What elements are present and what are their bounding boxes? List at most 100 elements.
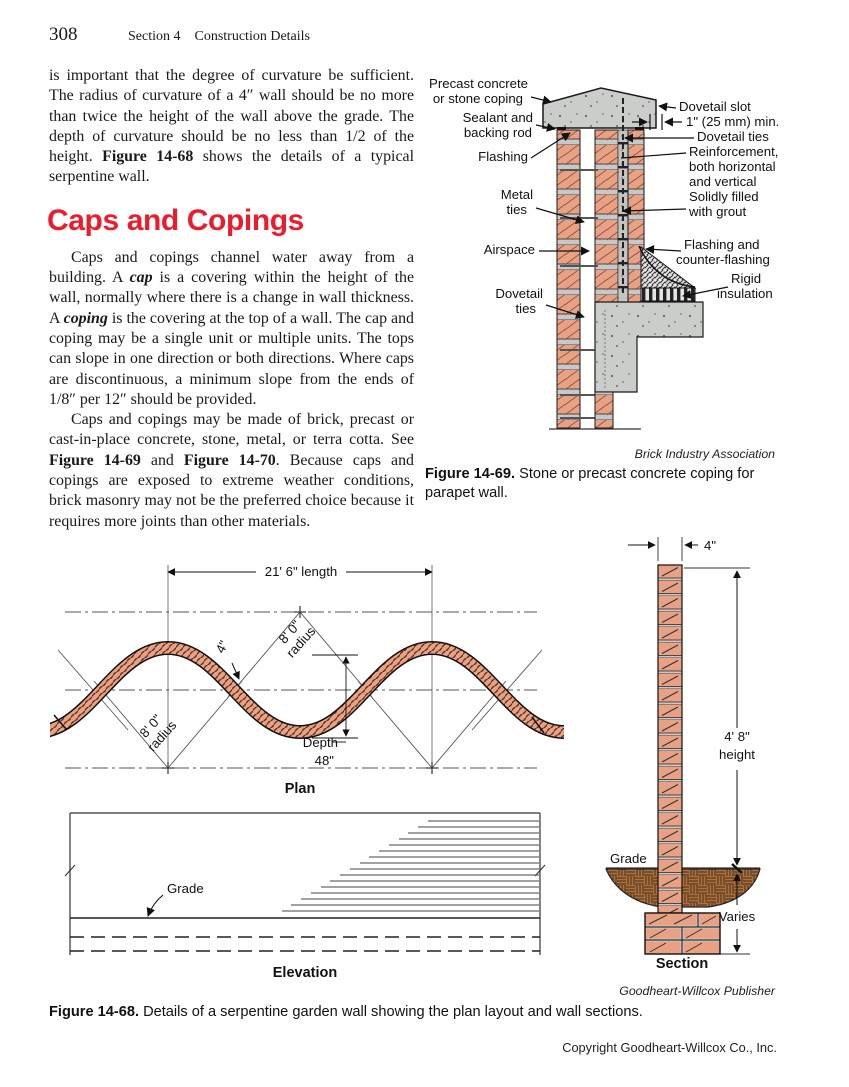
wall-end-tick-right: [531, 716, 545, 734]
page-number: 308: [49, 24, 78, 45]
grade-tick: [731, 863, 743, 874]
figure-69-credit: Brick Industry Association: [634, 447, 775, 461]
label-reinforcement-3: and vertical: [689, 174, 757, 189]
section-title: Section: [656, 956, 708, 972]
depth-dimension-lines: [312, 654, 358, 743]
elevation-outline: [69, 812, 541, 955]
figure-69-caption-label: Figure 14-69.: [425, 466, 516, 482]
footing-dashed-lines: [70, 936, 540, 952]
label-counter-flashing-2: counter-flashing: [676, 252, 770, 267]
section-heading: Caps and Copings: [47, 203, 304, 237]
height-dimension-word: height: [719, 747, 755, 762]
depth-label: Depth: [303, 735, 338, 750]
label-precast-coping-2: or stone coping: [433, 91, 523, 106]
label-rigid-insulation: Rigid: [731, 271, 761, 286]
label-sealant-2: backing rod: [464, 125, 532, 140]
thickness-arrow: [231, 662, 240, 680]
running-head-title: Construction Details: [194, 29, 311, 44]
label-dovetail-ties-right: Dovetail ties: [697, 129, 769, 144]
term-cap: cap: [129, 269, 153, 287]
plan-view: 21' 6" length: [50, 564, 565, 797]
figure-69-caption: Figure 14-69. Stone or precast concrete …: [425, 465, 793, 503]
label-grout-2: with grout: [688, 204, 747, 219]
outer-brick-wythe: [556, 129, 581, 429]
section-width-dimension: 4": [704, 538, 716, 553]
extension-lines: [167, 565, 433, 768]
term-coping: coping: [63, 309, 108, 327]
label-precast-coping: Precast concrete: [429, 76, 528, 91]
label-metal-ties: Metal: [501, 187, 533, 202]
coping-shape: [542, 87, 657, 129]
elevation-grade-label: Grade: [167, 881, 204, 896]
label-airspace: Airspace: [484, 242, 535, 257]
label-metal-ties-2: ties: [506, 202, 527, 217]
figure-68-caption-text: Details of a serpentine garden wall show…: [139, 1004, 643, 1020]
label-reinforcement-2: both horizontal: [689, 159, 776, 174]
label-rigid-insulation-2: insulation: [717, 286, 773, 301]
varies-label: Varies: [719, 909, 756, 924]
grade-leader: [146, 894, 164, 917]
figure-69-caption-text: Stone or precast concrete coping for par…: [425, 466, 755, 501]
paragraph-2-text: is the covering at the top of a wall. Th…: [49, 309, 415, 408]
elevation-title: Elevation: [273, 965, 337, 981]
radius-label-upper: 8' 0" radius: [276, 617, 319, 660]
body-text-column: is important that the degree of curvatur…: [47, 66, 415, 532]
figure-68-caption-label: Figure 14-68.: [49, 1004, 140, 1020]
paragraph-1: is important that the degree of curvatur…: [49, 66, 414, 188]
concrete-roof-deck: [594, 301, 704, 393]
section-brick-wall: [657, 564, 683, 914]
radius-label-lower: 8' 0" radius: [137, 711, 180, 754]
label-counter-flashing: Flashing and: [684, 237, 760, 252]
label-min-dimension: 1" (25 mm) min.: [686, 114, 779, 129]
label-reinforcement: Reinforcement,: [689, 144, 778, 159]
figure-69-leaders: [530, 95, 729, 319]
length-dimension-text: 21' 6" length: [265, 564, 337, 579]
thickness-dimension: 4": [213, 638, 232, 656]
paragraph-2: Caps and copings channel water away from…: [49, 248, 414, 410]
section-view: 4": [605, 537, 761, 972]
copyright-line: Copyright Goodheart-Willcox Co., Inc.: [562, 1040, 777, 1055]
figure-14-68-diagram: 21' 6" length: [50, 537, 761, 981]
serpentine-wall-band: [50, 642, 565, 738]
sealant-right: [635, 127, 644, 132]
paragraph-2-text: Caps and copings channel water away from…: [49, 248, 414, 287]
paragraph-3-text: Caps and copings may be made of brick, p…: [49, 411, 414, 449]
section-footing: [644, 912, 721, 955]
elevation-view: Grade Elevation: [64, 812, 546, 981]
label-dovetail-ties-left: Dovetail: [495, 286, 543, 301]
wall-end-tick-left: [53, 714, 67, 730]
running-head-section: Section 4: [128, 29, 181, 44]
interior-brick-below-deck: [594, 391, 614, 429]
running-head: Section 4 Construction Details: [128, 29, 310, 45]
rigid-insulation-strip: [640, 287, 696, 302]
earth-mound: [605, 868, 761, 908]
figure-68-credit: Goodheart-Willcox Publisher: [619, 984, 775, 998]
figure-14-70-reference: Figure 14-70: [183, 451, 276, 469]
label-grout: Solidly filled: [689, 189, 759, 204]
height-dimension-value: 4' 8": [724, 729, 750, 744]
metal-tie-lines: [560, 169, 598, 419]
sealant-left: [557, 127, 566, 132]
paragraph-1-text-end: shows the details of a typical serpentin…: [49, 148, 414, 186]
paragraph-1-text: is important that the degree of curvatur…: [49, 67, 414, 166]
figure-68-caption: Figure 14-68. Details of a serpentine ga…: [49, 1003, 769, 1022]
label-dovetail-ties-left-2: ties: [515, 301, 536, 316]
paragraph-2-text: is a covering within the height of the w…: [49, 269, 414, 327]
section-extension-lines: [657, 537, 750, 955]
thickness-dimension-text: 4": [213, 638, 232, 656]
label-flashing: Flashing: [478, 149, 528, 164]
paragraph-3-text: and: [140, 451, 184, 469]
paragraph-3-text: . Because caps and copings are exposed t…: [49, 451, 415, 530]
figure-14-68-reference: Figure 14-68: [102, 148, 194, 166]
inner-brick-wythe: [594, 129, 619, 303]
flashing-curve: [638, 245, 696, 288]
label-sealant: Sealant and: [463, 110, 533, 125]
figure-14-69-diagram: Precast concrete or stone coping Sealant…: [429, 76, 779, 430]
slope-hatch-lines: [282, 820, 539, 912]
parapet-wall-drawing: [542, 87, 704, 430]
section-grade-label: Grade: [610, 851, 647, 866]
figure-14-69-reference: Figure 14-69: [49, 451, 141, 469]
center-cross-marks: [162, 606, 438, 774]
depth-value: 48": [315, 753, 335, 768]
